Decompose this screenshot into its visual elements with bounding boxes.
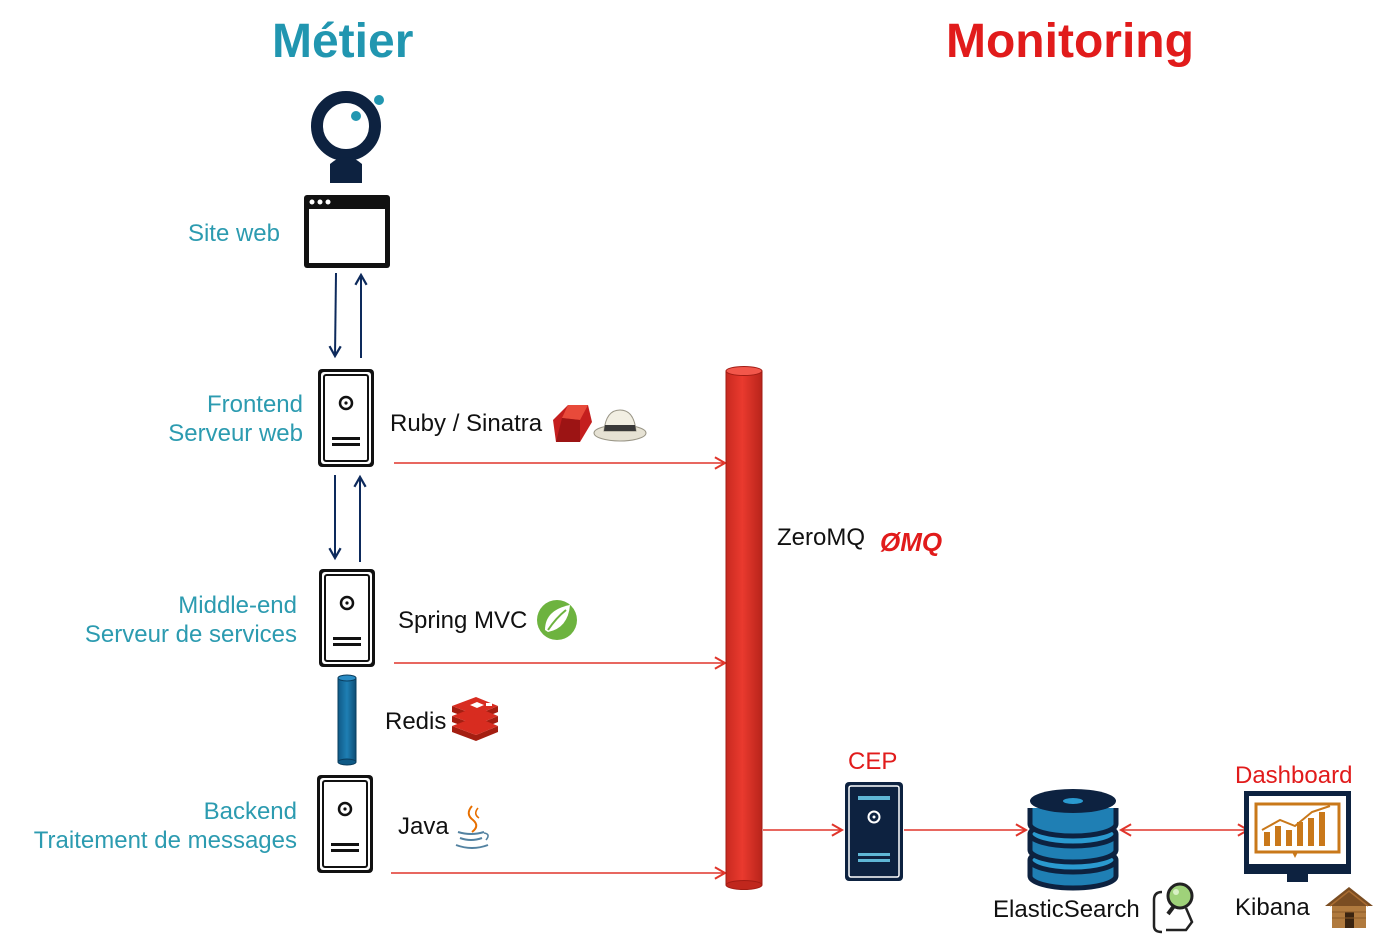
zeromq-bus [725, 366, 763, 890]
middle-server-icon [317, 567, 377, 669]
label-java: Java [398, 813, 449, 840]
database-icon [1027, 789, 1119, 891]
label-cep: CEP [848, 748, 898, 775]
frontend-server-icon [316, 367, 376, 469]
label-zeromq: ZeroMQ [777, 524, 866, 551]
label-middle-end-role: Serveur de services [84, 621, 297, 648]
backend-server-icon [315, 773, 375, 875]
dashboard-monitor-icon [1244, 791, 1351, 882]
label-backend-role: Traitement de messages [33, 827, 297, 854]
cep-server-icon [845, 782, 903, 881]
label-backend: Backend [203, 798, 297, 825]
label-spring-mvc: Spring MVC [398, 607, 528, 634]
spring-icon [537, 600, 577, 640]
user-icon [311, 91, 384, 183]
label-ruby-sinatra: Ruby / Sinatra [390, 410, 543, 437]
browser-icon [304, 195, 390, 268]
title-monitoring: Monitoring [946, 15, 1194, 68]
ruby-icon [553, 405, 592, 442]
label-frontend-role: Serveur web [168, 420, 303, 447]
label-site-web: Site web [187, 220, 280, 247]
elasticsearch-search-icon [1152, 882, 1194, 934]
label-middle-end: Middle-end [178, 592, 297, 619]
label-frontend: Frontend [206, 391, 303, 418]
arrow-site-to-frontend [328, 272, 342, 359]
title-metier: Métier [272, 15, 414, 68]
label-redis: Redis [385, 708, 447, 735]
redis-cylinder-icon [337, 674, 357, 766]
sinatra-hat-icon [593, 409, 647, 442]
label-kibana: Kibana [1235, 894, 1310, 921]
redis-icon [452, 697, 498, 741]
label-dashboard: Dashboard [1235, 762, 1353, 789]
kibana-hut-icon [1325, 887, 1373, 928]
label-elasticsearch: ElasticSearch [993, 896, 1140, 923]
zeromq-icon: ØMQ [880, 527, 942, 557]
java-icon [455, 805, 489, 849]
